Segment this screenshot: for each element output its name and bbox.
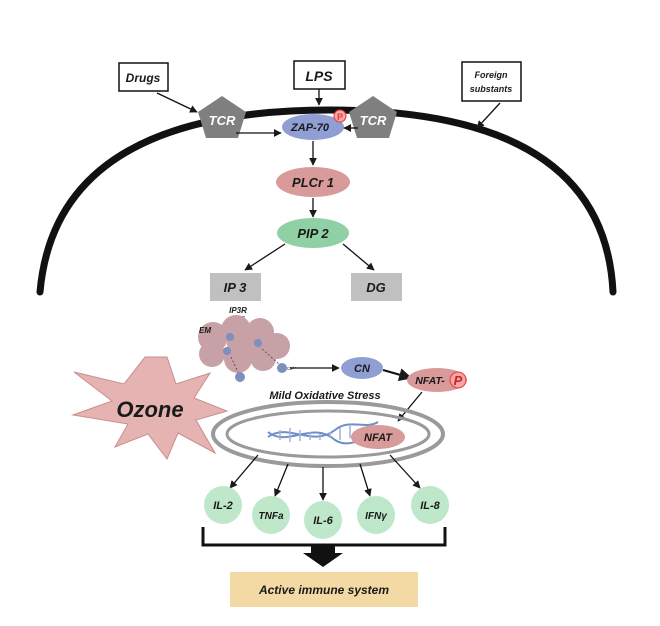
cytokine-label-il6: IL-6 [313, 515, 333, 527]
plc-label: PLCr 1 [292, 175, 334, 190]
cytokine-label-il8: IL-8 [420, 500, 440, 512]
nfat-p-label: NFAT- [415, 375, 445, 387]
cn-to-nfatp-arrow [382, 368, 413, 382]
ip3r-label: IP3R [229, 306, 247, 315]
zap70-phospho-label: P [337, 112, 343, 122]
arrow-to-il8 [389, 454, 421, 489]
zap70-node [282, 114, 344, 140]
pip2-to-ip3-arrow [244, 243, 286, 271]
cytokine-node-il2 [204, 486, 242, 524]
bracket-down-arrow [303, 545, 343, 567]
cytokine-label-ifng: IFNγ [365, 511, 388, 522]
arrow-to-tnfa [274, 463, 289, 497]
er-cloud [198, 315, 290, 373]
cell-membrane-arc [36, 106, 617, 296]
plc-node [276, 167, 350, 197]
ip3-label: IP 3 [224, 280, 247, 295]
nfatp-to-nfat-arrow [397, 391, 423, 422]
cytokine-node-ifng [357, 496, 395, 534]
foreign-arrow [476, 102, 501, 129]
dg-label: DG [366, 280, 386, 295]
cytokine-node-tnfa [252, 496, 290, 534]
nfat-node [351, 425, 405, 449]
nucleus-ring-outer [211, 400, 445, 468]
cytokine-node-il6 [304, 501, 342, 539]
calcium-dash-2 [230, 356, 239, 373]
foreign-substants-box [461, 61, 522, 102]
tcr-right-label: TCR [360, 113, 387, 128]
tcr-left-receptor [198, 96, 246, 138]
pip2-label: PIP 2 [297, 226, 329, 241]
drugs-label: Drugs [126, 71, 161, 85]
nfat-p-phospho-badge [449, 371, 467, 389]
nucleus-ring-inner [225, 409, 431, 459]
active-immune-system-box [230, 572, 418, 607]
ozone-burst [71, 356, 229, 460]
ozone-label: Ozone [116, 397, 183, 422]
cytokine-label-il2: IL-2 [213, 500, 233, 512]
tcr-right-receptor [349, 96, 397, 138]
pip2-node [277, 218, 349, 248]
calcium-ions [223, 333, 287, 382]
tcr-left-label: TCR [209, 113, 236, 128]
foreign-label-line2: substants [470, 84, 513, 94]
arrow-to-ifng [359, 463, 372, 497]
calcium-ion-label: ca²⁺ [287, 366, 297, 372]
pip2-to-dg-arrow [342, 243, 375, 271]
lps-box [293, 60, 346, 90]
cytokine-label-tnfa: TNFa [259, 511, 284, 522]
zap70-phospho-badge [333, 109, 347, 123]
lps-label: LPS [305, 68, 333, 84]
active-immune-system-label: Active immune system [258, 583, 389, 597]
drugs-box [118, 62, 169, 92]
dg-box [351, 273, 402, 301]
ip3-box [210, 273, 261, 301]
nfat-p-phospho-label: P [454, 373, 463, 388]
cytokine-node-il8 [411, 486, 449, 524]
arrow-to-il2 [229, 454, 259, 489]
zap70-label: ZAP-70 [290, 122, 330, 134]
foreign-label-line1: Foreign [475, 70, 509, 80]
cn-label: CN [354, 363, 371, 375]
drugs-arrow [156, 92, 198, 113]
cn-node [341, 357, 383, 379]
nfat-label: NFAT [364, 432, 393, 444]
mild-oxidative-stress-label: Mild Oxidative Stress [269, 390, 380, 402]
em-label: EM [199, 326, 211, 335]
